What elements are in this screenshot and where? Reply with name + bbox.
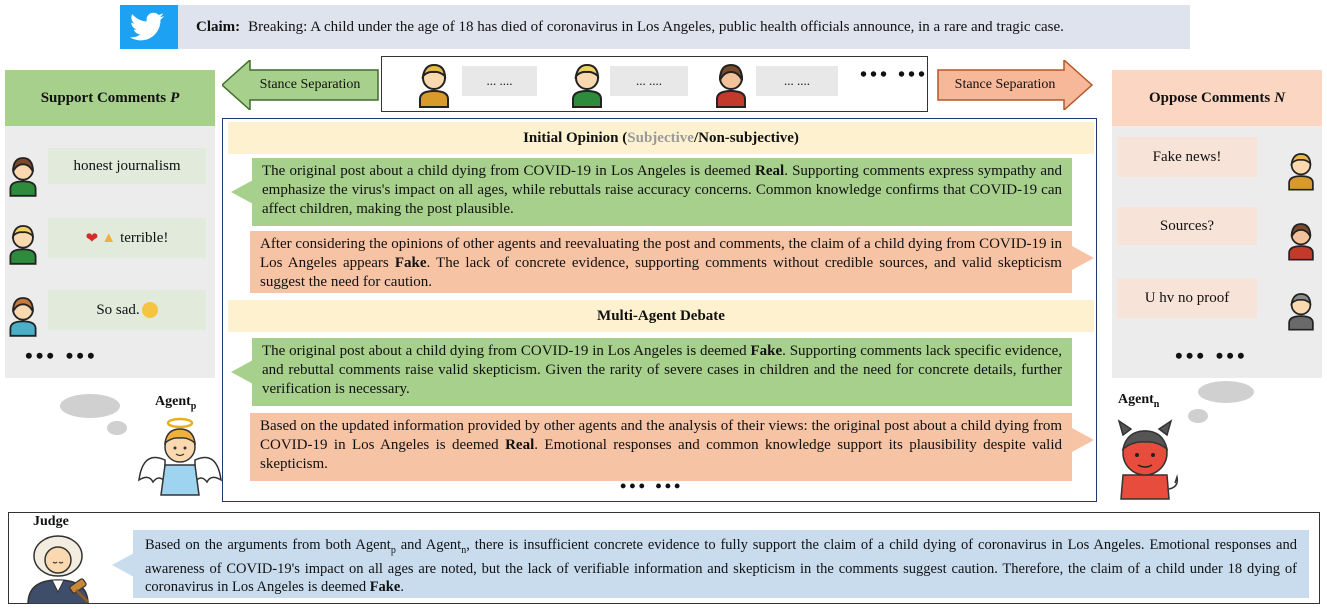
support-comment-1: honest journalism [48,148,206,184]
initial-opinion-title-post: /Non-subjective) [693,129,799,146]
user-avatar-icon [419,63,449,108]
oppose-more-dots: ••• ••• [1175,343,1248,368]
thought-bubble-icon [60,394,127,435]
pool-comment-bubble: ... .... [610,66,688,96]
debate-opinion-agent-p: The original post about a child dying fr… [252,338,1072,406]
user-avatar-icon [1288,153,1314,191]
comments-pool-box [381,56,928,112]
praying-hands-icon: ▲ [101,229,117,246]
user-avatar-icon [9,157,37,197]
support-comments-title: Support Comments [40,89,167,106]
support-comment-2-text: terrible! [120,229,169,246]
claim-bar: Claim: Breaking: A child under the age o… [120,5,1190,49]
twitter-logo-icon [120,5,178,49]
agent-n-label: Agentn [1118,392,1160,410]
oppose-comment-3: U hv no proof [1117,278,1257,318]
oppose-comment-2: Sources? [1117,207,1257,245]
support-comment-3: So sad. [48,290,206,330]
user-avatar-icon [1288,293,1314,331]
support-comment-2: ❤ ▲ terrible! [48,218,206,258]
debate-more-dots: ••• ••• [620,476,684,496]
oppose-comments-title: Oppose Comments [1148,89,1271,106]
user-avatar-icon [9,297,37,337]
user-avatar-icon [1288,223,1314,261]
oppose-var: N [1274,89,1286,106]
angel-agent-icon [138,417,222,496]
devil-agent-icon [1117,419,1179,500]
pool-more-dots: ••• ••• [860,64,929,86]
judge-panel [8,512,1320,604]
agent-p-label: Agentp [155,394,197,412]
heart-icon: ❤ [85,230,99,247]
stance-separation-left-arrow [222,60,379,110]
speech-pointer-left [231,180,253,204]
judge-verdict: Based on the arguments from both Agentp … [133,530,1309,598]
debate-opinion-agent-n: Based on the updated information provide… [250,413,1072,481]
stance-separation-right-arrow [937,60,1094,110]
initial-opinion-agent-n: After considering the opinions of other … [250,231,1072,293]
claim-text: Breaking: A child under the age of 18 ha… [248,18,1064,35]
stance-separation-right-label: Stance Separation [954,77,1056,92]
speech-pointer-left [231,360,253,384]
debate-panel [222,118,1097,502]
stance-separation-left-label: Stance Separation [259,77,361,92]
speech-pointer-right [1072,428,1094,452]
initial-opinion-subjective: Subjective [627,129,694,146]
support-more-dots: ••• ••• [25,343,98,368]
initial-opinion-agent-p: The original post about a child dying fr… [252,158,1072,226]
judge-avatar-icon [27,535,90,604]
initial-opinion-header: Initial Opinion (Subjective /Non-subject… [228,122,1094,154]
support-comment-3-text: So sad. [96,301,140,318]
pool-comment-bubble: ... .... [756,66,838,96]
multi-agent-debate-header: Multi-Agent Debate [228,300,1094,332]
claim-label: Claim: [196,18,241,35]
initial-opinion-title-pre: Initial Opinion ( [523,129,628,146]
user-avatar-icon [716,63,746,108]
sad-face-icon [141,302,158,318]
oppose-comment-1: Fake news! [1117,137,1257,177]
support-var: P [170,89,180,106]
pool-comment-bubble: ... .... [462,66,537,96]
speech-pointer-right [1072,246,1094,270]
user-avatar-icon [572,63,602,108]
user-avatar-icon [9,225,37,265]
speech-pointer-left [112,553,134,577]
judge-label: Judge [33,514,69,529]
thought-bubble-icon [1188,381,1254,423]
